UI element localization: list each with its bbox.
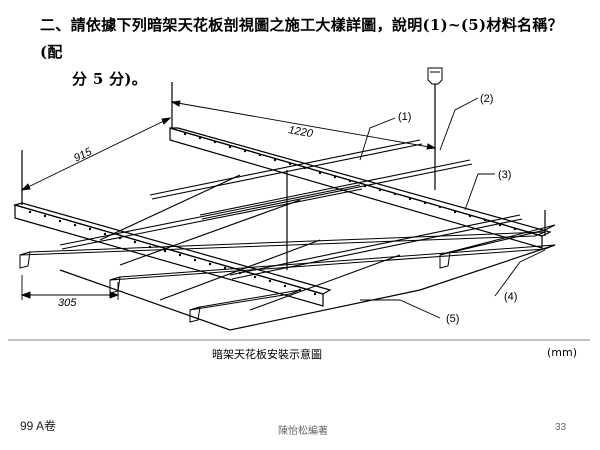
figure-caption: 暗架天花板安裝示意圖 (212, 348, 322, 361)
hanger-clip (427, 67, 443, 85)
page-number: 33 (555, 422, 567, 433)
dimension-305: 305 (58, 297, 77, 309)
channel-perforations (28, 132, 532, 296)
dimension-915: 915 (72, 145, 95, 164)
main-channel (169, 127, 552, 249)
secondary-t-bars (59, 139, 523, 311)
label-1: (1) (398, 111, 411, 123)
label-5: (5) (446, 313, 459, 325)
exam-label: 99 A卷 (20, 419, 57, 433)
label-3: (3) (498, 169, 511, 181)
question-line-2: 分 5 分)。 (72, 70, 148, 88)
dimension-1220: 1220 (287, 124, 314, 140)
label-4: (4) (504, 291, 517, 303)
question-text: 二、請依據下列暗架天花板剖視圖之施工大樣詳圖，說明(1)~(5)材料名稱？(配 … (40, 12, 580, 93)
leader-lines (359, 97, 546, 319)
hanger-rods (21, 80, 546, 270)
unit-label: (mm) (547, 346, 578, 359)
main-channel-front (12, 202, 332, 307)
label-2: (2) (480, 93, 493, 105)
ceiling-board-outline (59, 244, 556, 331)
dimension-lines (20, 100, 437, 300)
author-label: 陳怡松編著 (278, 426, 328, 437)
question-line-1: 二、請依據下列暗架天花板剖視圖之施工大樣詳圖，說明(1)~(5)材料名稱？(配 (40, 16, 563, 61)
